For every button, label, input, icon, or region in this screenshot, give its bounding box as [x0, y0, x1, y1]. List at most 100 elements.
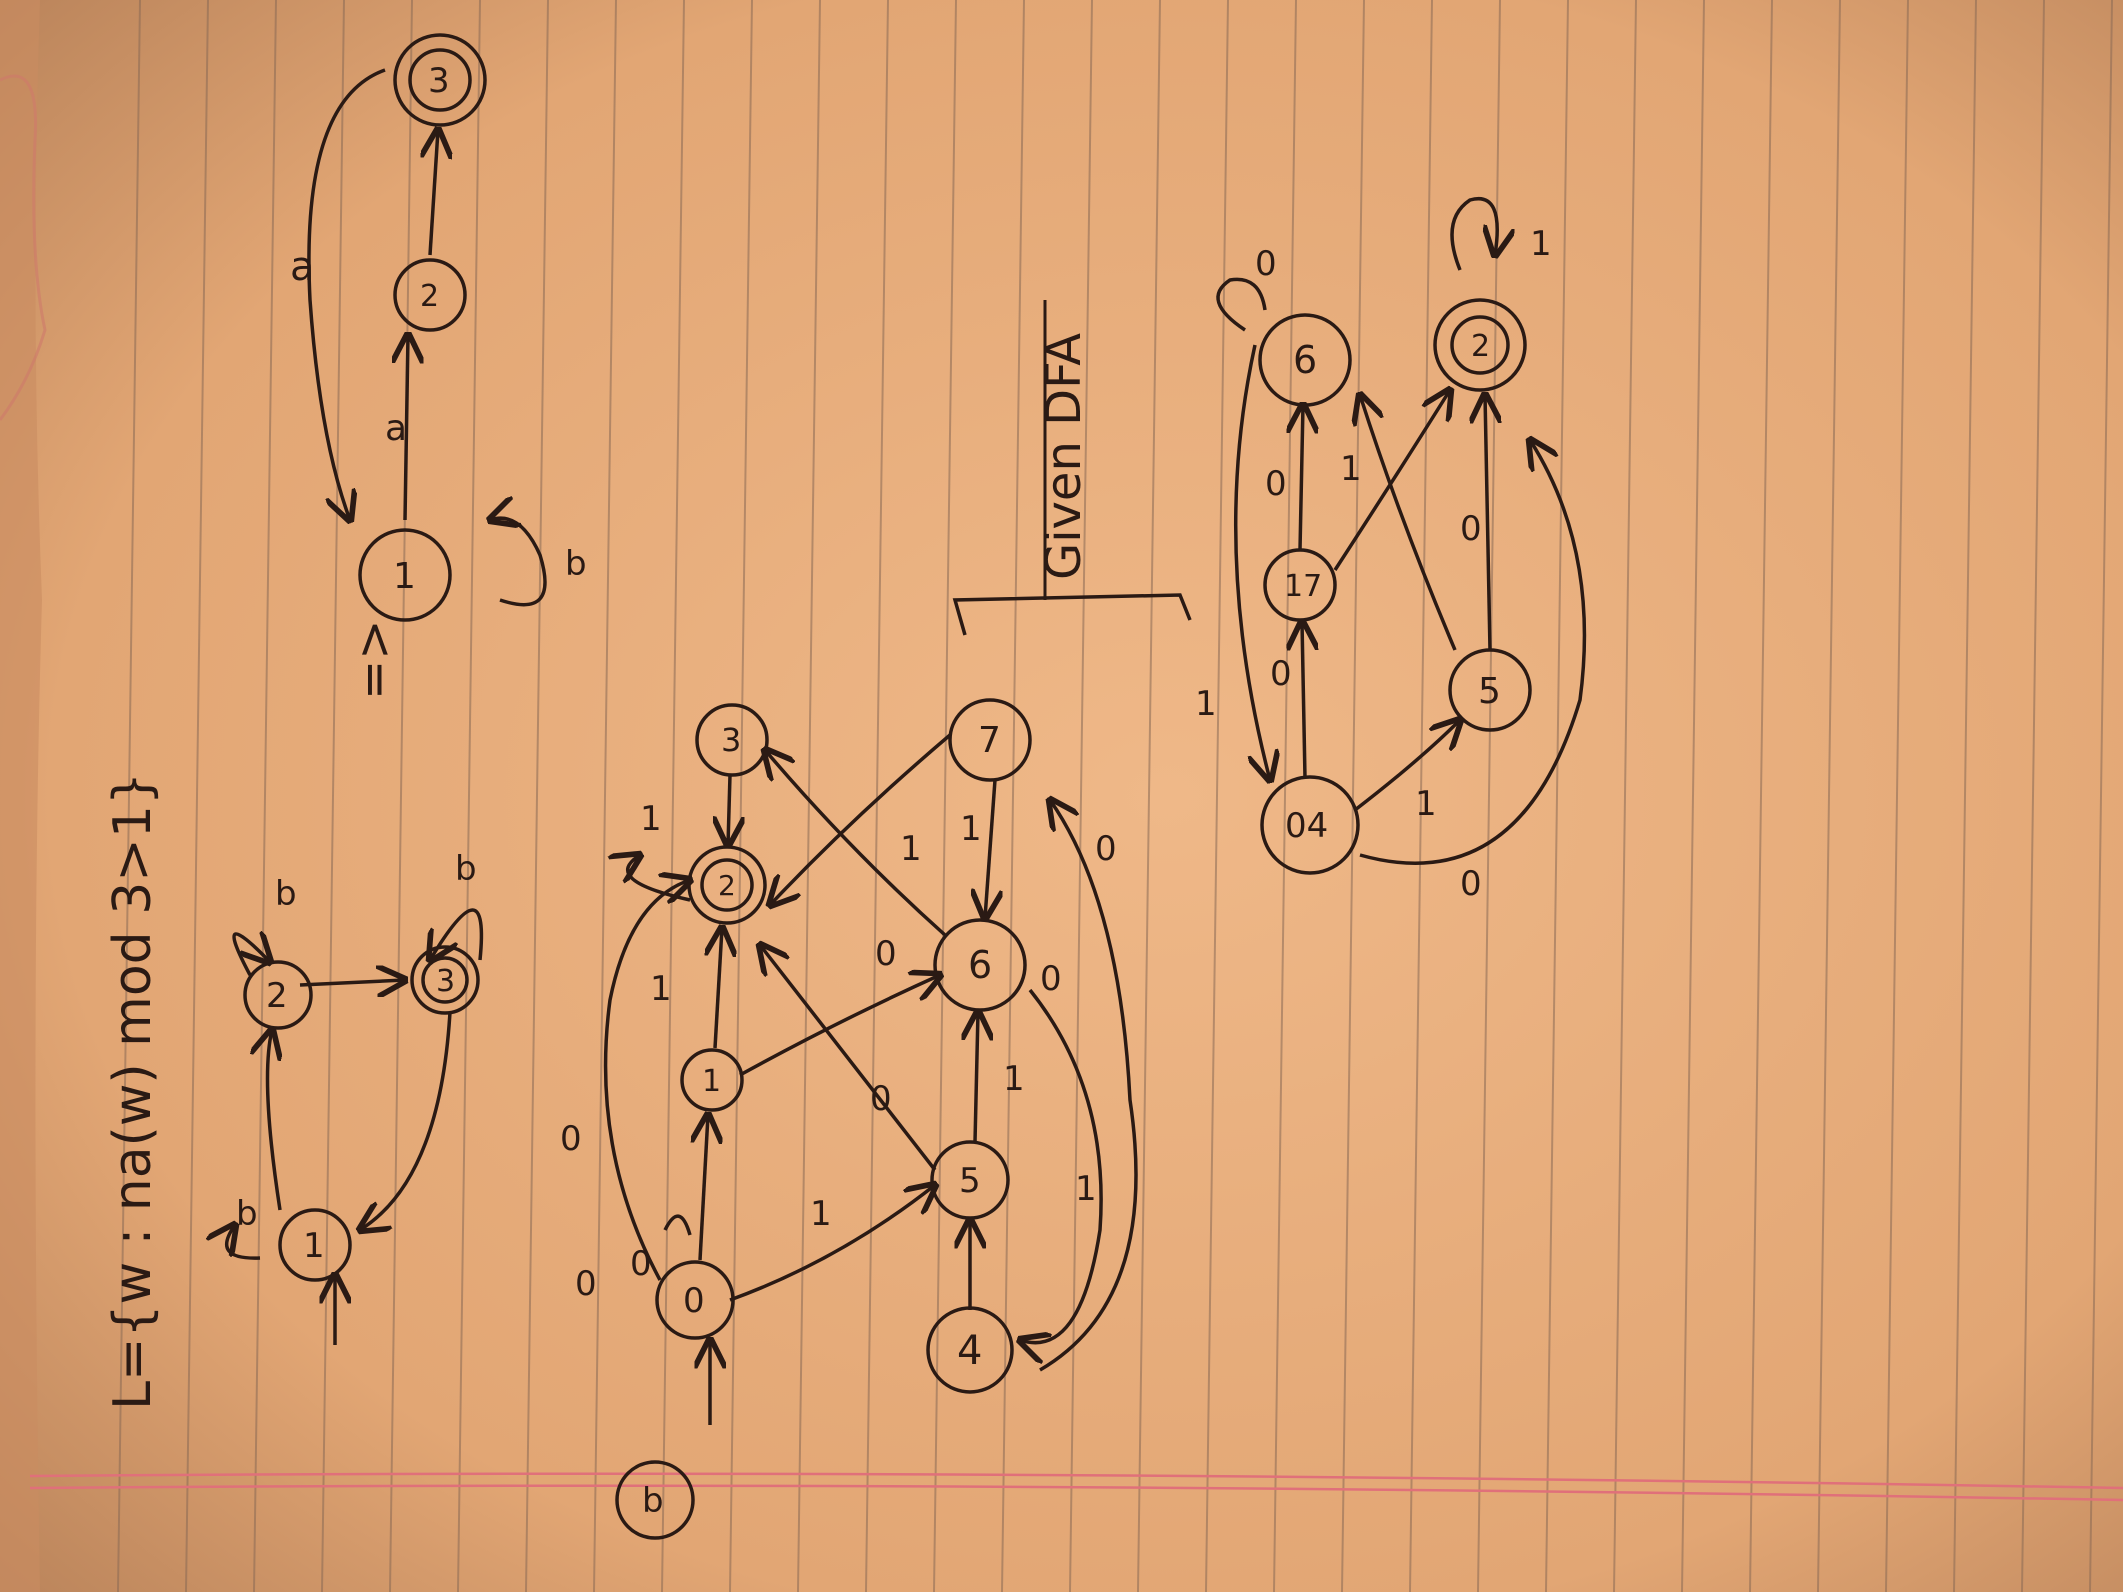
dfa-edge-04-5 — [1353, 720, 1460, 812]
dfa-state-17-label: 17 — [1284, 569, 1322, 604]
dfa1-loop-1 — [227, 1225, 261, 1260]
dfa-label-04-17: 0 — [1270, 654, 1292, 694]
part-b: b — [560, 197, 1587, 1540]
dfa2-state-3 — [393, 33, 487, 127]
dfa-label-loop-2: 1 — [1530, 224, 1552, 264]
nfa-state-3-label: 3 — [721, 721, 741, 759]
dfa-state-04-label: 04 — [1285, 806, 1328, 846]
dfa-state-04 — [1260, 775, 1360, 875]
implies-arrow: => — [346, 620, 402, 700]
nfa-edge-5-6 — [975, 1012, 978, 1143]
dfa2-state-2-label: 2 — [420, 279, 439, 314]
nfa-edge-7-2 — [770, 733, 952, 905]
nfa-label-1-2: 1 — [650, 969, 672, 1009]
dfa-edge-5-6 — [1360, 395, 1457, 651]
nfa-edge-5-2 — [760, 945, 937, 1172]
dfa-label-6-04: 1 — [1195, 684, 1217, 724]
nfa-label-4-7: 1 — [1075, 1169, 1097, 1209]
dfa-edge-labels: 1 0 0 0 1 0 1 0 1 — [1195, 224, 1552, 904]
dfa-edge-17-2 — [1333, 390, 1450, 571]
language-definition: L={w : na(w) mod 3>1} — [103, 772, 163, 1410]
dfa-state-5-label: 5 — [1478, 671, 1501, 712]
part-b-label: b — [642, 1481, 664, 1521]
nfa-label-0-2: 0 — [560, 1119, 582, 1159]
dfa2-edge-3-1-label: a — [290, 244, 315, 290]
dfa1-loop-1-label: b — [236, 1194, 258, 1234]
nfa-state-2-label: 2 — [718, 869, 736, 902]
binding-shadow — [0, 0, 42, 1592]
dfa2-state-1-label: 1 — [393, 556, 416, 597]
nfa-edge-1-2 — [715, 928, 722, 1049]
dfa-edge-04-2 — [1359, 440, 1587, 865]
dfa1-state-2-label: 2 — [266, 976, 288, 1016]
dfa1-edge-3-1 — [360, 1011, 452, 1230]
dfa-edge-04-17 — [1302, 622, 1305, 779]
nfa-edge-0-2 — [603, 880, 690, 1281]
corner-doodle — [0, 74, 47, 421]
dfa-edge-5-2 — [1485, 395, 1490, 651]
top-section: L={w : na(w) mod 3>1} 1 2 3 b b b => — [103, 33, 587, 1410]
dfa-state-2-final — [1450, 315, 1510, 375]
result-dfa — [1216, 197, 1587, 875]
nfa-edge-7-6 — [985, 779, 995, 918]
nfa-state-7 — [948, 698, 1032, 782]
nfa-loop-2 — [628, 855, 691, 902]
dfa1-edge-1-2 — [268, 1030, 281, 1211]
nfa-edge-labels: 0 1 0 1 1 1 0 1 1 0 1 0 0 0 — [560, 799, 1117, 1304]
dfa-edge-17-6 — [1300, 405, 1303, 551]
dfa2-state-3-label: 3 — [428, 61, 450, 101]
dfa-loop-2 — [1450, 197, 1497, 271]
nfa-state-6-label: 6 — [968, 943, 992, 987]
dfa-loop-6 — [1216, 277, 1267, 332]
dfa1-loop-2 — [232, 934, 270, 976]
dfa1-state-1-label: 1 — [303, 1226, 325, 1266]
dfa2-state-1 — [358, 528, 452, 622]
nfa-edge-0-5 — [729, 1185, 935, 1302]
nfa-edge-0-1 — [700, 1115, 708, 1261]
nfa-state-5-label: 5 — [959, 1161, 981, 1201]
nfa-label-loop-2: 1 — [640, 799, 662, 839]
dfa2-edge-1-2-label: a — [385, 408, 407, 449]
given-bracket — [952, 593, 1192, 636]
nfa-label-6-4: 0 — [1040, 959, 1062, 999]
dfa2-edge-3-1 — [307, 68, 386, 520]
dfa-label-04-2: 0 — [1460, 864, 1482, 904]
nfa-state-3 — [695, 703, 769, 777]
dfa2-state-3-final — [408, 48, 472, 112]
dfa2-edge-1-2 — [405, 335, 408, 521]
nfa-label-5-2: 0 — [870, 1079, 892, 1119]
nfa-label-5-6: 1 — [1003, 1059, 1025, 1099]
given-dfa-label: Given DFA — [1036, 333, 1092, 580]
ruled-lines — [117, 0, 2113, 1592]
dfa1-loop-3 — [430, 908, 484, 960]
dfa1 — [227, 908, 484, 1345]
part-b-circle — [615, 1460, 695, 1540]
nfa-label-7-6: 1 — [960, 809, 982, 849]
nfa-label-1-6: 0 — [875, 934, 897, 974]
nfa-edge-4-7 — [1039, 800, 1138, 1372]
nfa-label-0-5: 1 — [810, 1194, 832, 1234]
nfa-state-7-label: 7 — [978, 720, 1001, 761]
dfa2 — [307, 33, 547, 622]
dfa1-edge-2-3 — [299, 980, 405, 985]
dfa2-loop-1 — [490, 518, 547, 607]
dfa2-edge-2-3 — [430, 130, 438, 256]
dfa2-loop-1-label: b — [565, 544, 587, 584]
dfa-state-6-label: 6 — [1293, 338, 1317, 382]
nfa-edge-6-4 — [1020, 988, 1103, 1343]
nfa-state-2-final — [700, 858, 754, 912]
dfa1-state-3-label: 3 — [436, 964, 455, 999]
dfa1-state-1 — [278, 1208, 352, 1282]
dfa-edge-6-04 — [1234, 344, 1270, 780]
dfa1-loop-3-label: b — [455, 849, 477, 889]
nfa-state-4-label: 4 — [957, 1328, 982, 1374]
nfa-state-1 — [680, 1048, 744, 1112]
dfa-label-17-2: 1 — [1340, 449, 1362, 489]
dfa-state-2-label: 2 — [1471, 329, 1490, 364]
nfa-label-0-extra: 0 — [575, 1264, 597, 1304]
dfa-label-17-6: 0 — [1265, 464, 1287, 504]
nfa-edge-6-3 — [765, 750, 947, 937]
